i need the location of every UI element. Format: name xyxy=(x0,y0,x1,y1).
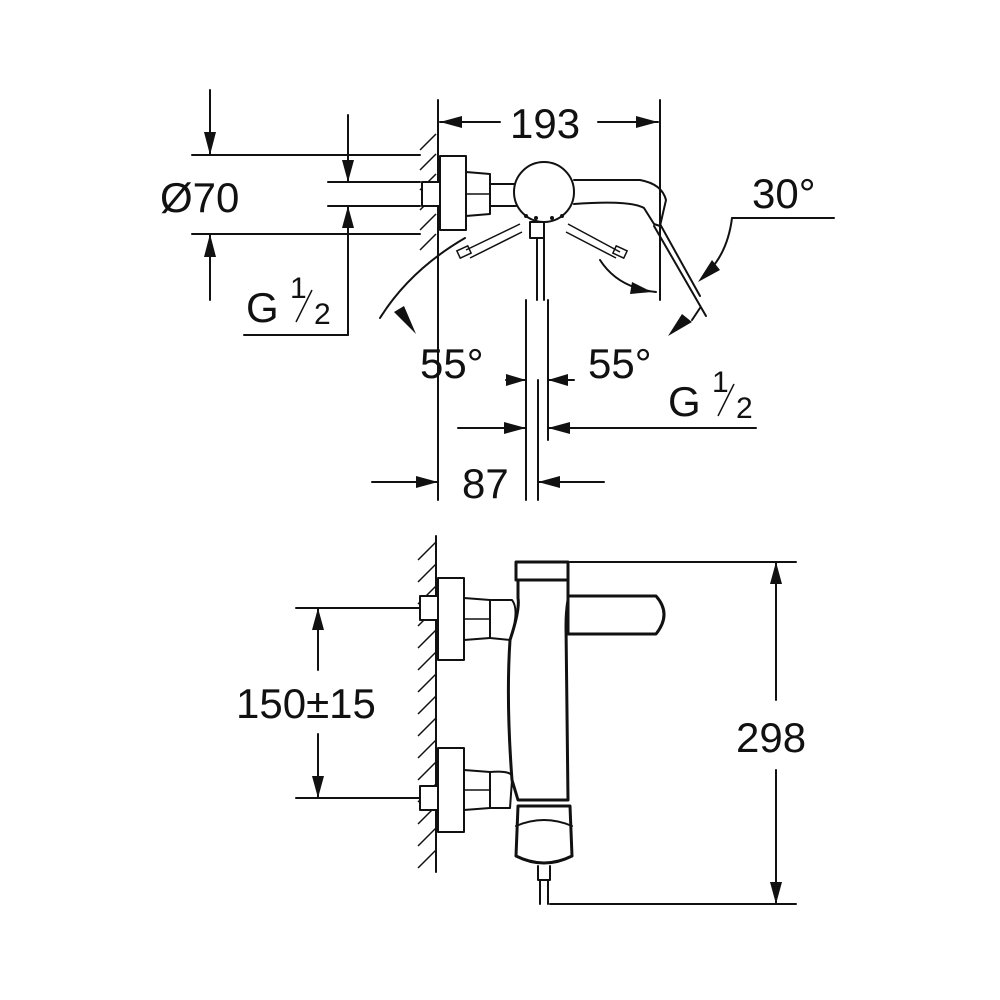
angle-right-arc xyxy=(599,259,657,293)
thread-right-denominator: 2 xyxy=(736,392,753,425)
dim-298-label: 298 xyxy=(736,714,806,761)
front-wall-hatch xyxy=(417,541,437,869)
upper-inlet-stub xyxy=(419,595,439,621)
lower-inlet-stub xyxy=(419,785,439,811)
angle-right-label: 55° xyxy=(588,340,652,387)
diverter-knob xyxy=(514,804,574,865)
left-swing-indicator xyxy=(465,223,523,259)
thread-left-denominator: 2 xyxy=(314,298,331,331)
thread-left-numerator: 1 xyxy=(290,272,307,305)
lever-handle xyxy=(566,594,666,636)
mixer-body xyxy=(506,576,570,802)
top-diverter xyxy=(529,221,545,239)
thread-right-numerator: 1 xyxy=(712,366,729,399)
top-rosette xyxy=(439,155,467,231)
upper-rosette xyxy=(437,577,465,661)
top-inlet-stub xyxy=(421,181,441,207)
spout-axis-line xyxy=(653,225,707,317)
angle-left-label: 55° xyxy=(420,340,484,387)
top-spout xyxy=(573,179,667,227)
thread-right-g: G xyxy=(668,378,701,425)
mixer-cap xyxy=(514,560,570,582)
lower-rosette xyxy=(437,747,465,833)
angle-left-arc xyxy=(379,237,466,319)
angle-spout-label: 30° xyxy=(752,170,816,217)
top-mixer-body xyxy=(513,161,575,223)
top-view: 193 Ø70 G 1 2 55° 55° xyxy=(160,89,835,507)
thread-left-g: G xyxy=(246,284,279,331)
dim-193-label: 193 xyxy=(510,100,580,147)
right-swing-indicator xyxy=(565,223,621,259)
dim-87-label: 87 xyxy=(462,460,509,507)
front-view: 150±15 298 xyxy=(236,535,806,905)
dim-150-label: 150±15 xyxy=(236,680,376,727)
dim-diameter-70-label: Ø70 xyxy=(160,174,239,221)
